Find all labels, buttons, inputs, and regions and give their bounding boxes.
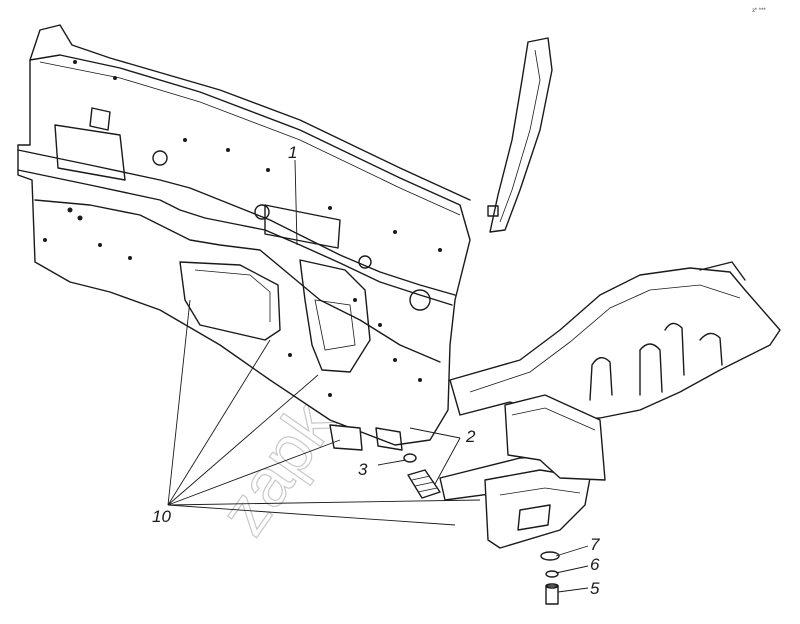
callout-labels: 1 2 3 5 6 7 10	[152, 143, 600, 598]
callout-5: 5	[590, 579, 600, 598]
fastener-parts	[540, 551, 560, 605]
callout-1: 1	[288, 143, 297, 162]
frame-rail	[449, 261, 781, 421]
corner-mark: з* ***	[752, 8, 766, 14]
leader-lines	[167, 159, 589, 593]
pipe-assembly	[329, 394, 606, 549]
rear-pillar	[487, 37, 553, 233]
callout-7: 7	[590, 535, 600, 554]
cab-floor-panel	[17, 24, 471, 446]
callout-10: 10	[152, 507, 171, 526]
callout-2: 2	[465, 427, 476, 446]
callout-6: 6	[590, 555, 600, 574]
callout-3: 3	[358, 460, 368, 479]
